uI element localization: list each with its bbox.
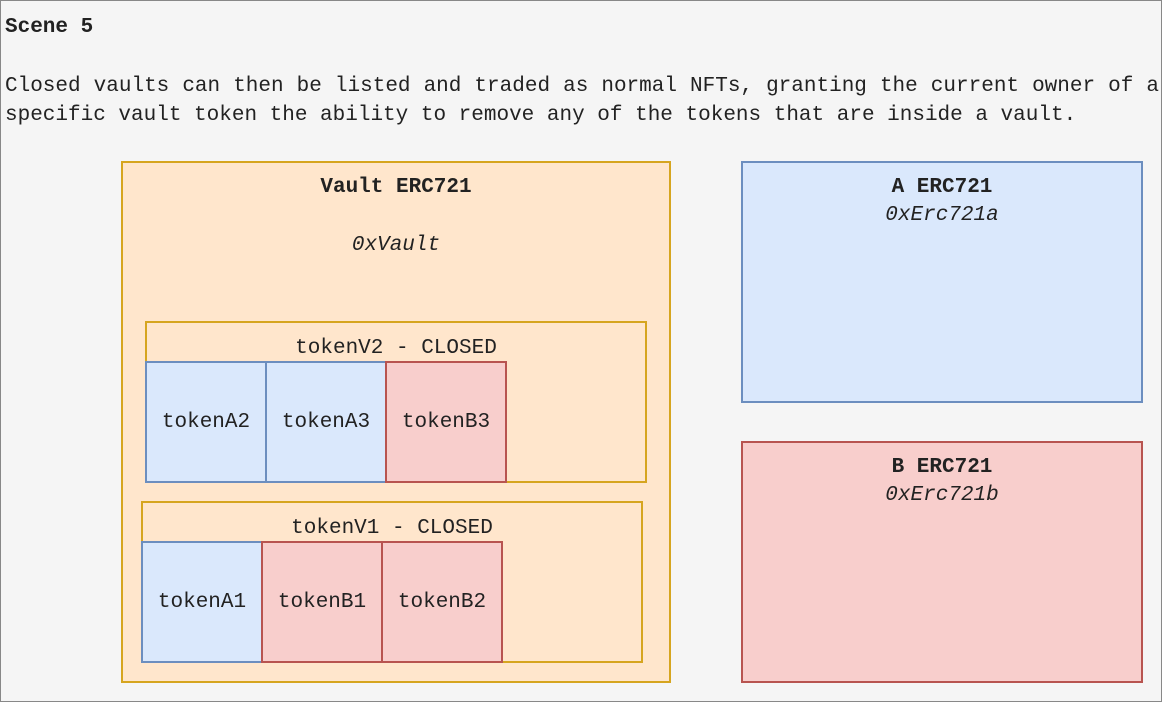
vault-token-label: tokenV1 - CLOSED: [291, 517, 493, 540]
scene-description: Closed vaults can then be listed and tra…: [5, 75, 1159, 127]
token-a1: tokenA1: [141, 541, 263, 663]
token-b2: tokenB2: [381, 541, 503, 663]
token-a2: tokenA2: [145, 361, 267, 483]
scene-title: Scene 5: [5, 16, 94, 39]
token-b3: tokenB3: [385, 361, 507, 483]
token-b1: tokenB1: [261, 541, 383, 663]
vault-contract-title: Vault ERC721: [320, 176, 472, 199]
contract-b-address: 0xErc721b: [885, 484, 999, 507]
contract-a-address: 0xErc721a: [885, 204, 999, 227]
token-a3: tokenA3: [265, 361, 387, 483]
contract-a-title: A ERC721: [891, 176, 993, 199]
contract-b-box: B ERC721 0xErc721b: [741, 441, 1143, 683]
vault-token-label: tokenV2 - CLOSED: [295, 337, 497, 360]
contract-a-box: A ERC721 0xErc721a: [741, 161, 1143, 403]
contract-b-title: B ERC721: [891, 456, 993, 479]
vault-contract-address: 0xVault: [351, 234, 441, 257]
